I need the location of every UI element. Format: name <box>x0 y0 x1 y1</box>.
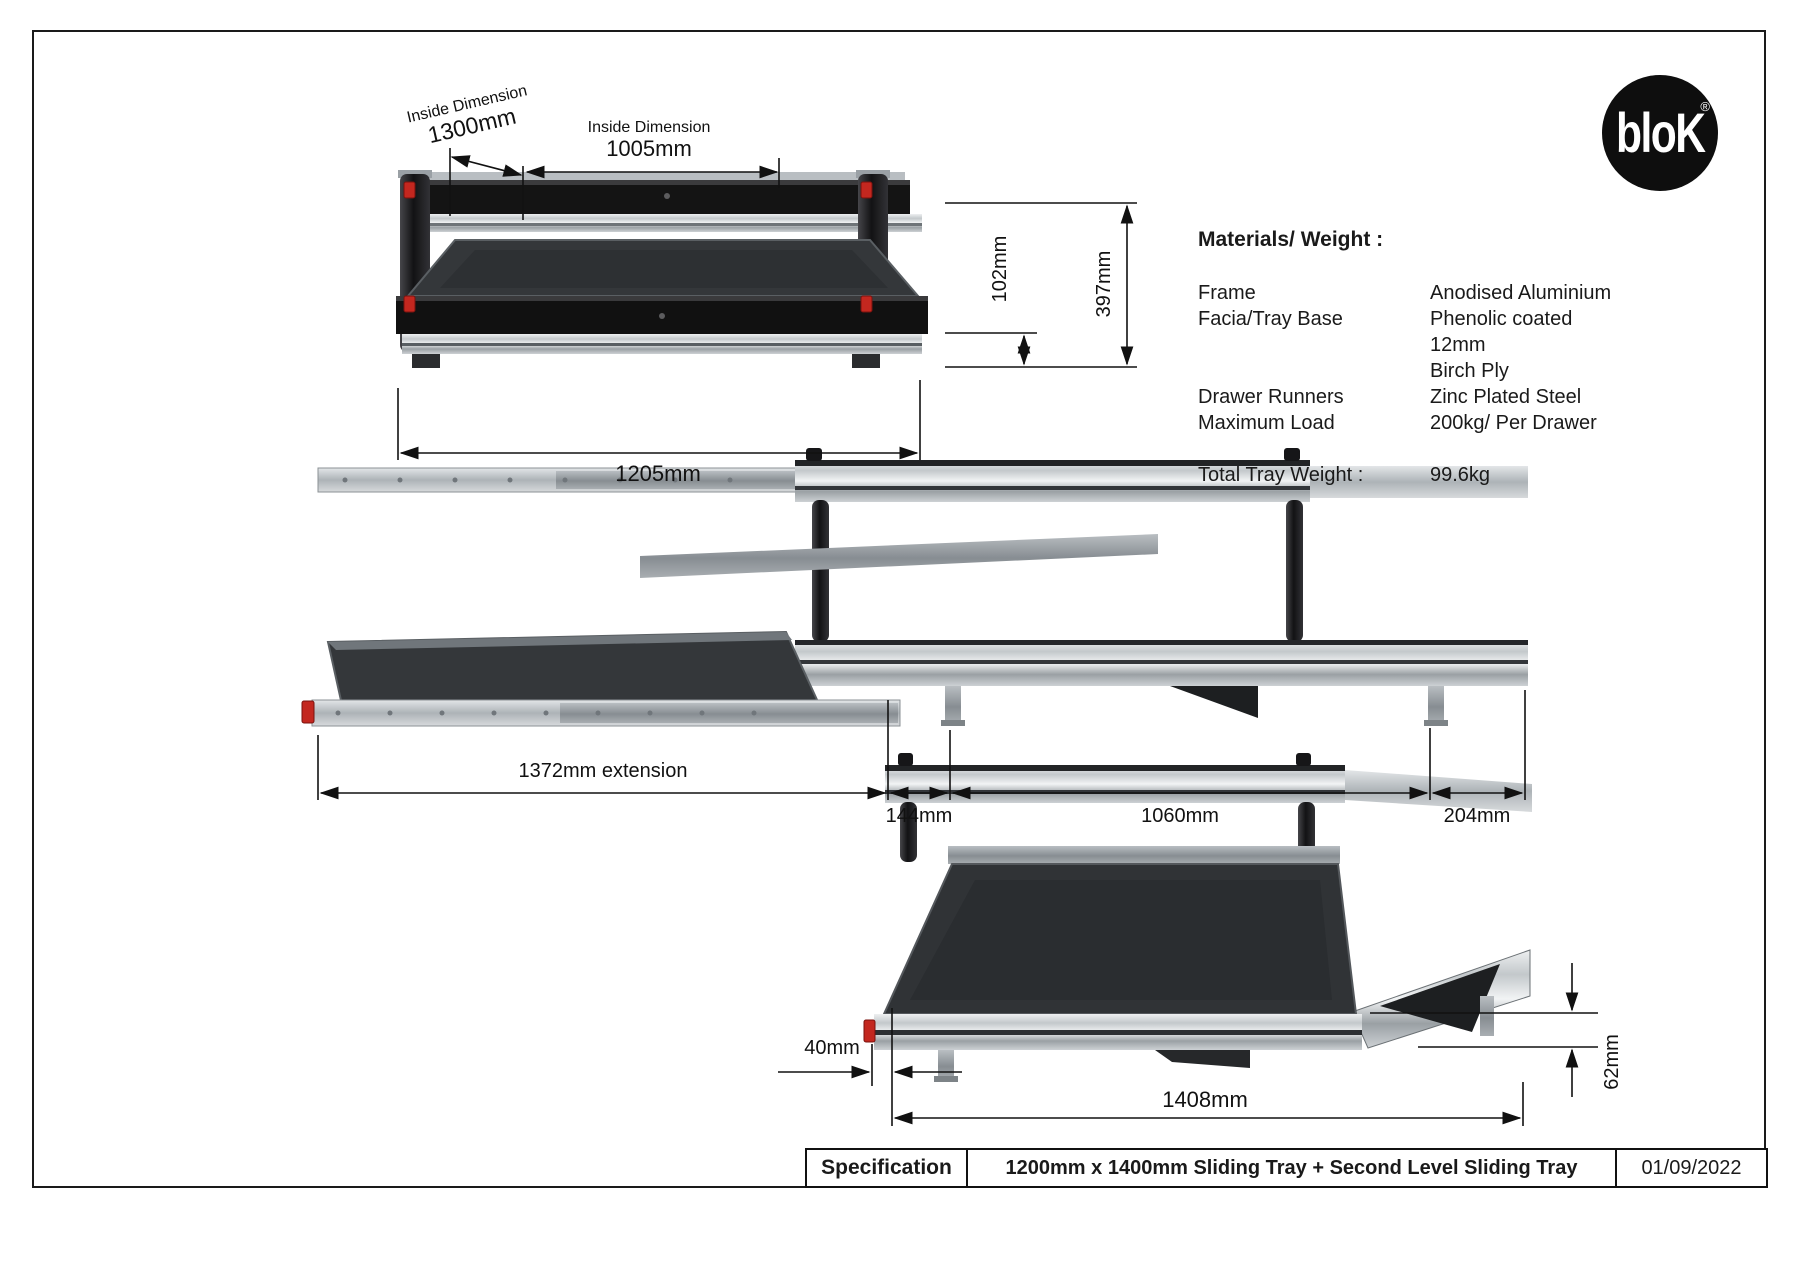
materials-row: Birch Ply <box>1198 358 1618 384</box>
materials-total-row: Total Tray Weight : 99.6kg <box>1198 462 1618 488</box>
red-handle-icon <box>301 700 315 724</box>
dim-inside-width-value: 1005mm <box>606 135 692 161</box>
dimension-lines <box>317 148 1598 1126</box>
dim-front-offset: 40mm <box>804 1037 860 1059</box>
red-handle-icon <box>403 181 873 313</box>
middle-view-photo <box>301 448 1528 727</box>
dim-inside-width-label: Inside Dimension <box>587 119 711 137</box>
materials-heading: Materials/ Weight : <box>1198 228 1384 251</box>
materials-row: Facia/Tray Base Phenolic coated 12mm <box>1198 306 1618 358</box>
materials-row: Maximum Load 200kg/ Per Drawer <box>1198 410 1618 436</box>
bottom-view-photo <box>863 753 1532 1082</box>
dim-inside-width: Inside Dimension 1005mm <box>588 119 711 161</box>
materials-row-label: Drawer Runners <box>1198 386 1344 408</box>
title-block: Specification 1200mm x 1400mm Sliding Tr… <box>805 1148 1768 1188</box>
blok-logo: bloK ® <box>1602 75 1718 191</box>
registered-mark-icon: ® <box>1700 99 1710 114</box>
materials-row-value: Birch Ply <box>1430 360 1509 382</box>
dim-segment-3: 204mm <box>1443 805 1511 827</box>
dim-segment-1: 144mm <box>885 805 953 827</box>
materials-total-value: 99.6kg <box>1430 464 1491 486</box>
dim-overall-height: 397mm <box>1093 250 1115 318</box>
dim-overall-width: 1205mm <box>615 460 701 486</box>
materials-row: Frame Anodised Aluminium <box>1198 280 1618 306</box>
materials-row-label <box>1198 358 1430 384</box>
materials-row-value: Phenolic coated 12mm <box>1430 308 1573 356</box>
dim-extension: 1372mm extension <box>518 760 688 782</box>
title-block-description: 1200mm x 1400mm Sliding Tray + Second Le… <box>968 1150 1617 1186</box>
red-handle-icon <box>863 1019 876 1043</box>
materials-block: Materials/ Weight : Frame Anodised Alumi… <box>1198 228 1618 488</box>
dim-gap-height: 102mm <box>989 235 1011 303</box>
materials-row-label: Maximum Load <box>1198 412 1335 434</box>
title-block-label: Specification <box>807 1150 968 1186</box>
materials-row-label: Facia/Tray Base <box>1198 308 1343 330</box>
materials-row-value: Anodised Aluminium <box>1430 282 1612 304</box>
dim-overall-length: 1408mm <box>1162 1086 1248 1112</box>
materials-row-value: 200kg/ Per Drawer <box>1430 412 1597 434</box>
title-block-date: 01/09/2022 <box>1641 1156 1742 1179</box>
dim-segment-2: 1060mm <box>1141 805 1219 827</box>
materials-row-label: Frame <box>1198 282 1256 304</box>
blok-logo-text: bloK <box>1615 101 1706 164</box>
materials-row-value: Zinc Plated Steel <box>1430 386 1582 408</box>
top-view-photo <box>396 170 928 368</box>
dim-rail-height: 62mm <box>1601 1034 1623 1090</box>
materials-total-label: Total Tray Weight : <box>1198 464 1364 486</box>
materials-row: Drawer Runners Zinc Plated Steel <box>1198 384 1618 410</box>
